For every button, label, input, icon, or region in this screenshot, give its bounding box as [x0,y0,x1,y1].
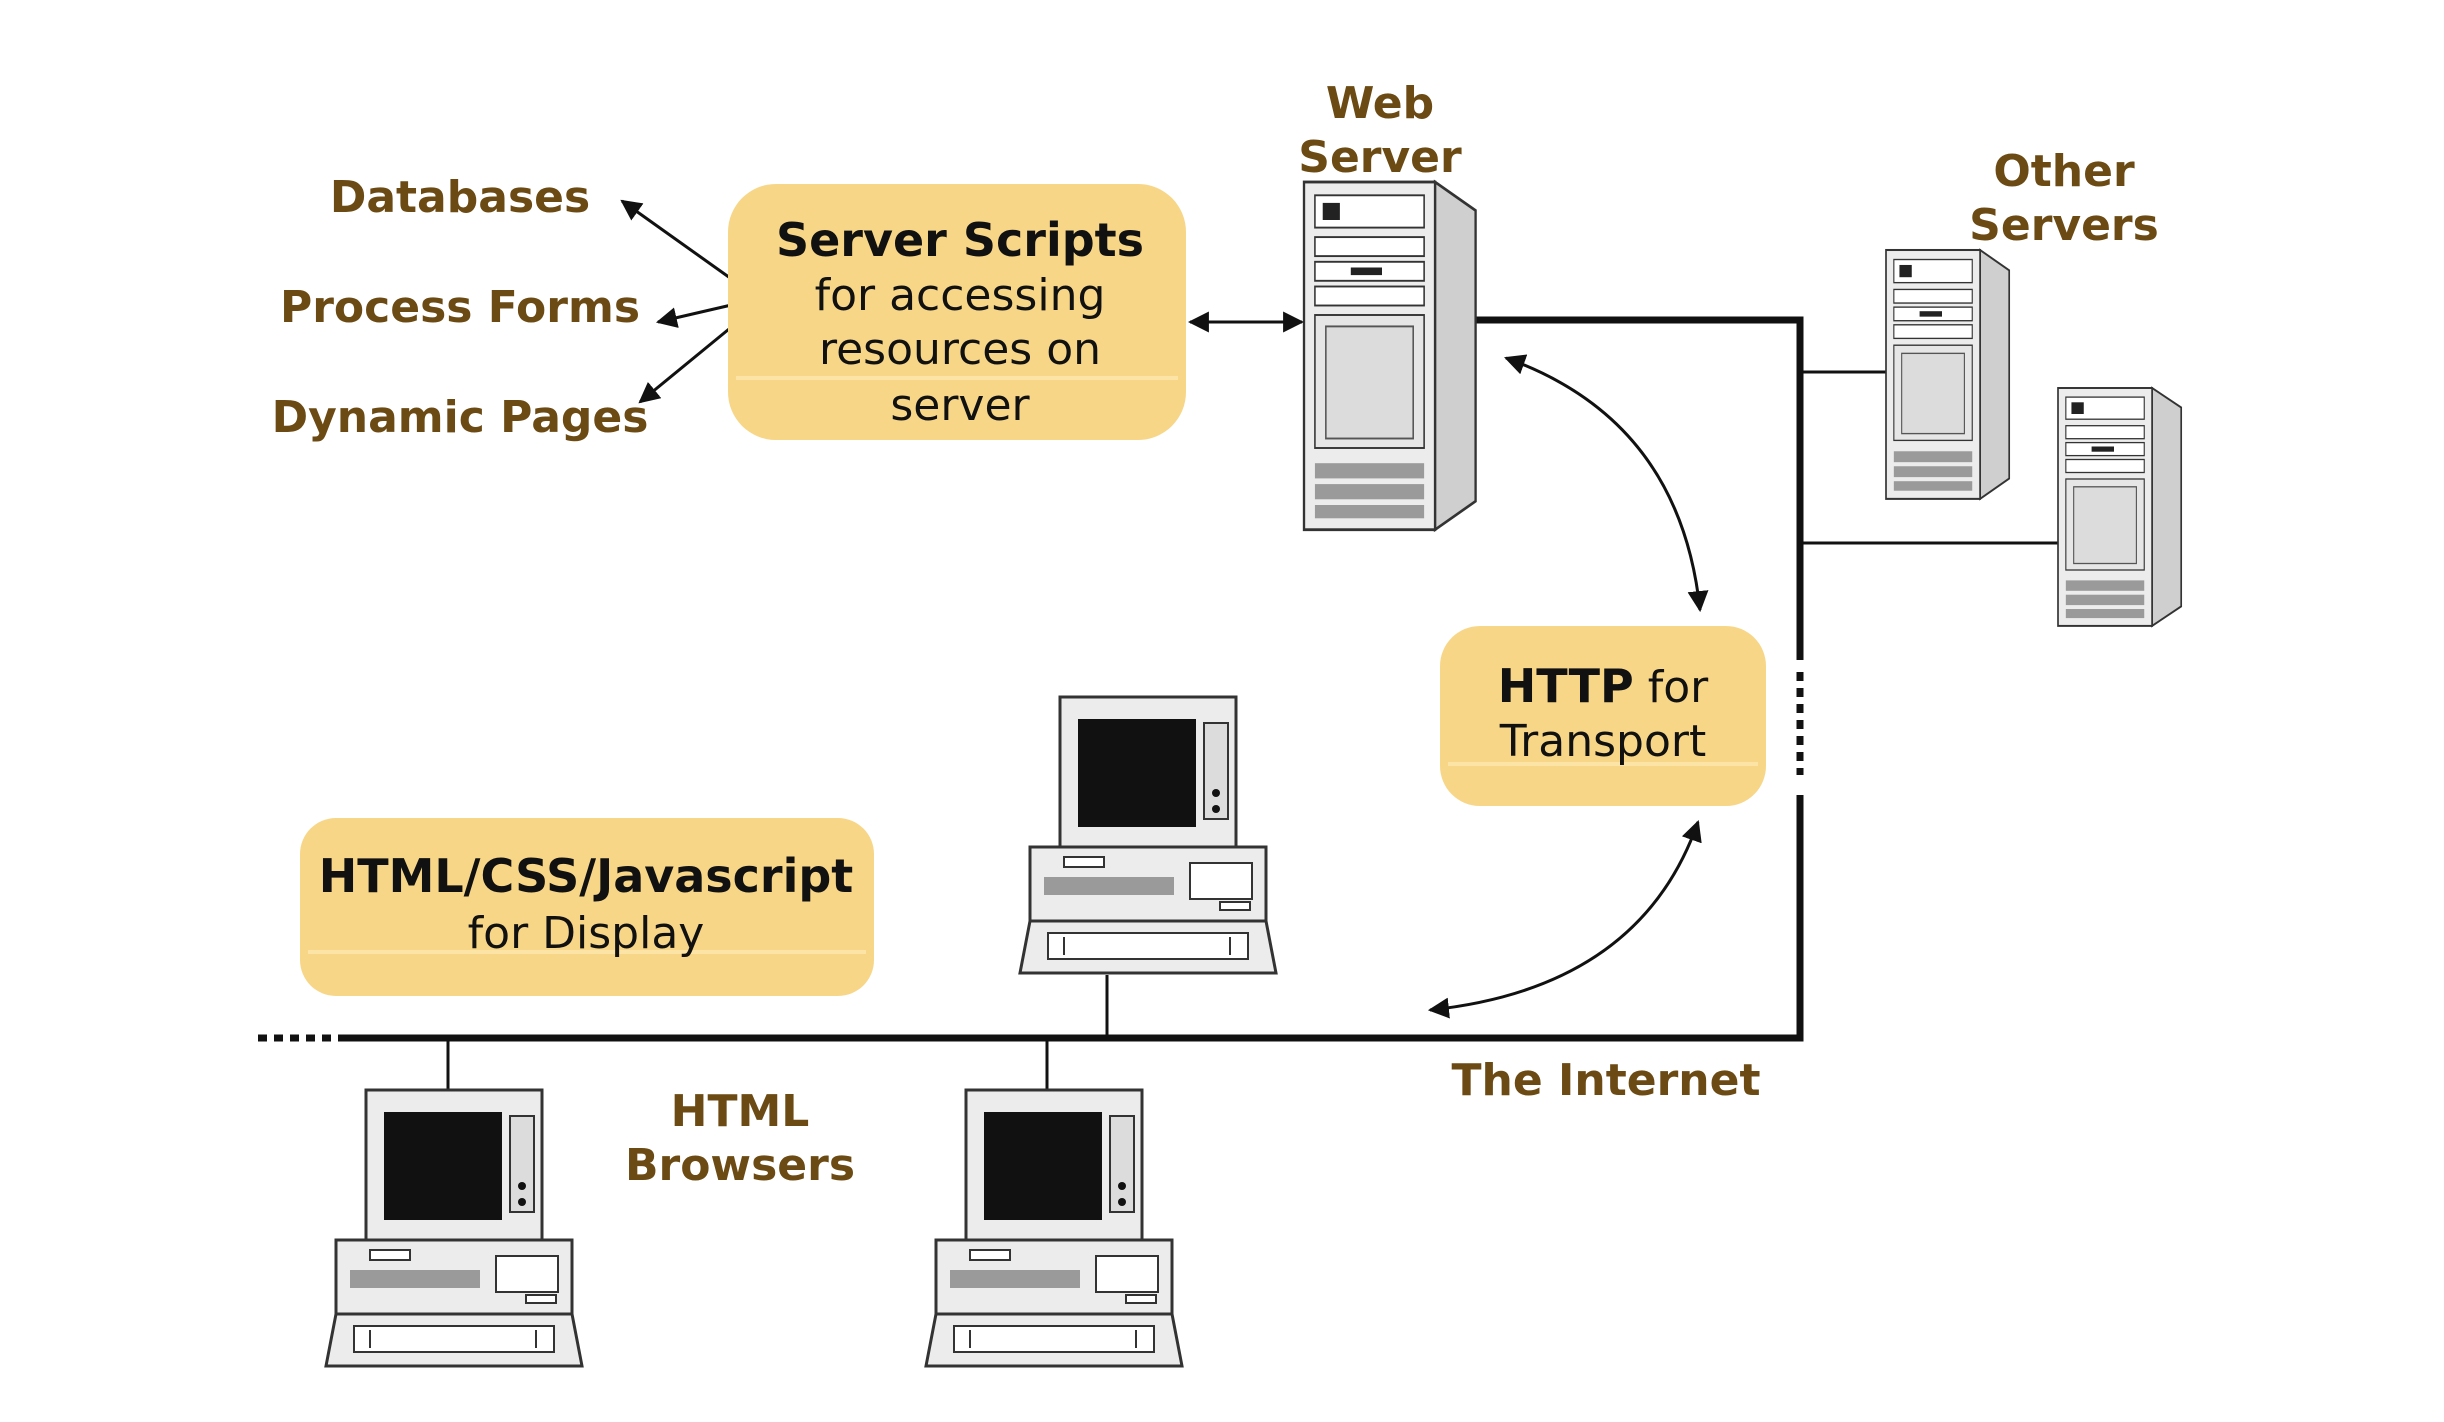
other-servers-label-line-1: Other [1993,146,2135,197]
browser-computer-bottom-left-icon [324,1088,584,1368]
arrow-to-databases [620,199,741,287]
server-scripts-line-2: resources on [819,324,1101,375]
arrow-to-dynamic-pages [638,318,741,404]
dynamic-pages-label: Dynamic Pages [272,392,649,443]
http-for-text: for [1634,662,1709,713]
html-css-js-line-2: for Display [468,908,705,959]
browser-computer-top-icon [1018,695,1278,975]
http-line-2: Transport [1499,716,1706,767]
arrow-to-process-forms [655,301,741,328]
web-server-label-line-1: Web [1326,78,1434,129]
http-line-1: HTTP for [1498,659,1709,713]
server-scripts-box: Server Scripts for accessing resources o… [728,184,1186,440]
http-bold-text: HTTP [1498,659,1634,713]
databases-label: Databases [330,172,590,223]
arrow-http-browsers [1427,820,1702,1019]
web-server-label-line-2: Server [1298,132,1462,183]
internet-backbone-line [340,795,1804,1042]
web-server-link [1456,316,1804,660]
other-server-icon-2 [2057,387,2183,627]
html-browsers-label-line-1: HTML [671,1086,810,1137]
internet-label: The Internet [1452,1055,1761,1106]
other-servers-label-line-2: Servers [1969,200,2159,251]
http-transport-box: HTTP for Transport [1440,626,1766,806]
other-server-icon-1 [1884,248,2011,500]
process-forms-label: Process Forms [280,282,640,333]
html-css-js-title: HTML/CSS/Javascript [319,849,854,903]
server-scripts-title: Server Scripts [776,213,1144,267]
html-browsers-label-line-2: Browsers [625,1140,855,1191]
browser-computer-bottom-mid-icon [924,1088,1184,1368]
server-scripts-line-1: for accessing [815,270,1106,321]
html-css-js-box: HTML/CSS/Javascript for Display [300,818,874,996]
server-scripts-line-3: server [890,380,1030,431]
web-server-icon [1302,180,1478,532]
arrow-http-webserver [1504,354,1709,613]
